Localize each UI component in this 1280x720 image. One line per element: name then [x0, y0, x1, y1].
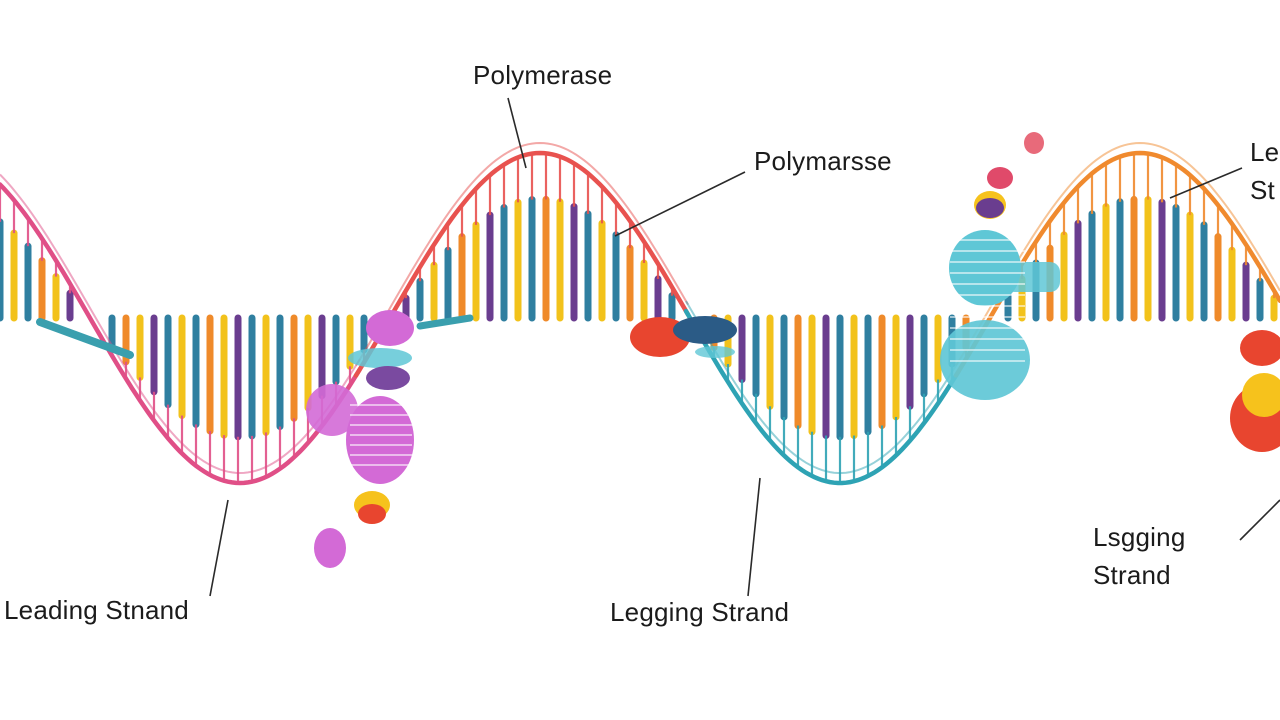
- leader-line-polymerase-mid: [614, 171, 746, 237]
- dna-backbones: [0, 141, 1280, 486]
- polymerase-label-middle: Polymarsse: [754, 146, 892, 176]
- lagging-strand-label-right-line2: Strand: [1093, 560, 1171, 590]
- enzyme-blob: [1242, 373, 1280, 417]
- enzyme-blob: [366, 310, 414, 346]
- enzyme-blob: [1024, 132, 1044, 154]
- enzyme-blob: [1240, 330, 1280, 366]
- enzyme-blob: [1005, 262, 1060, 292]
- lagging-strand-label-center: Legging Strand: [610, 597, 790, 627]
- linker-segment: [416, 314, 474, 330]
- backbone-strand-inner: [685, 300, 959, 474]
- base-pairs: [0, 153, 1278, 483]
- enzyme-blob: [358, 504, 386, 524]
- leader-line-leading: [209, 499, 229, 597]
- backbone-strand: [353, 150, 691, 378]
- enzyme-blob: [366, 366, 410, 390]
- enzyme-blob: [673, 316, 737, 344]
- backbone-strand-inner: [0, 173, 361, 475]
- leader-line-polymerase-top: [507, 97, 527, 169]
- enzyme-blobs: [306, 132, 1280, 568]
- cut-off-label-line2: St: [1250, 175, 1275, 205]
- backbone-strand: [683, 308, 961, 486]
- lagging-strand-label-right-line1: Lsgging: [1093, 522, 1186, 552]
- cut-off-label-line1: Le: [1250, 137, 1280, 167]
- leader-lines: [209, 97, 1280, 597]
- backbone-strand-inner: [355, 141, 689, 367]
- enzyme-blob: [976, 198, 1004, 218]
- enzyme-blob: [695, 346, 735, 358]
- leading-strand-label: Leading Stnand: [4, 595, 189, 625]
- enzyme-blob: [306, 384, 358, 436]
- enzyme-blob: [987, 167, 1013, 189]
- enzyme-blob: [348, 348, 412, 368]
- polymerase-label-top: Polymerase: [473, 60, 613, 90]
- linker-segment: [36, 318, 134, 359]
- enzyme-blob: [346, 396, 414, 484]
- leader-line-lagging-right: [1239, 499, 1280, 541]
- leader-line-top-right: [1169, 167, 1243, 199]
- enzyme-blob: [949, 230, 1021, 306]
- enzyme-blob: [314, 528, 346, 568]
- backbone-strand: [0, 182, 363, 486]
- leader-line-lagging-center: [747, 477, 761, 597]
